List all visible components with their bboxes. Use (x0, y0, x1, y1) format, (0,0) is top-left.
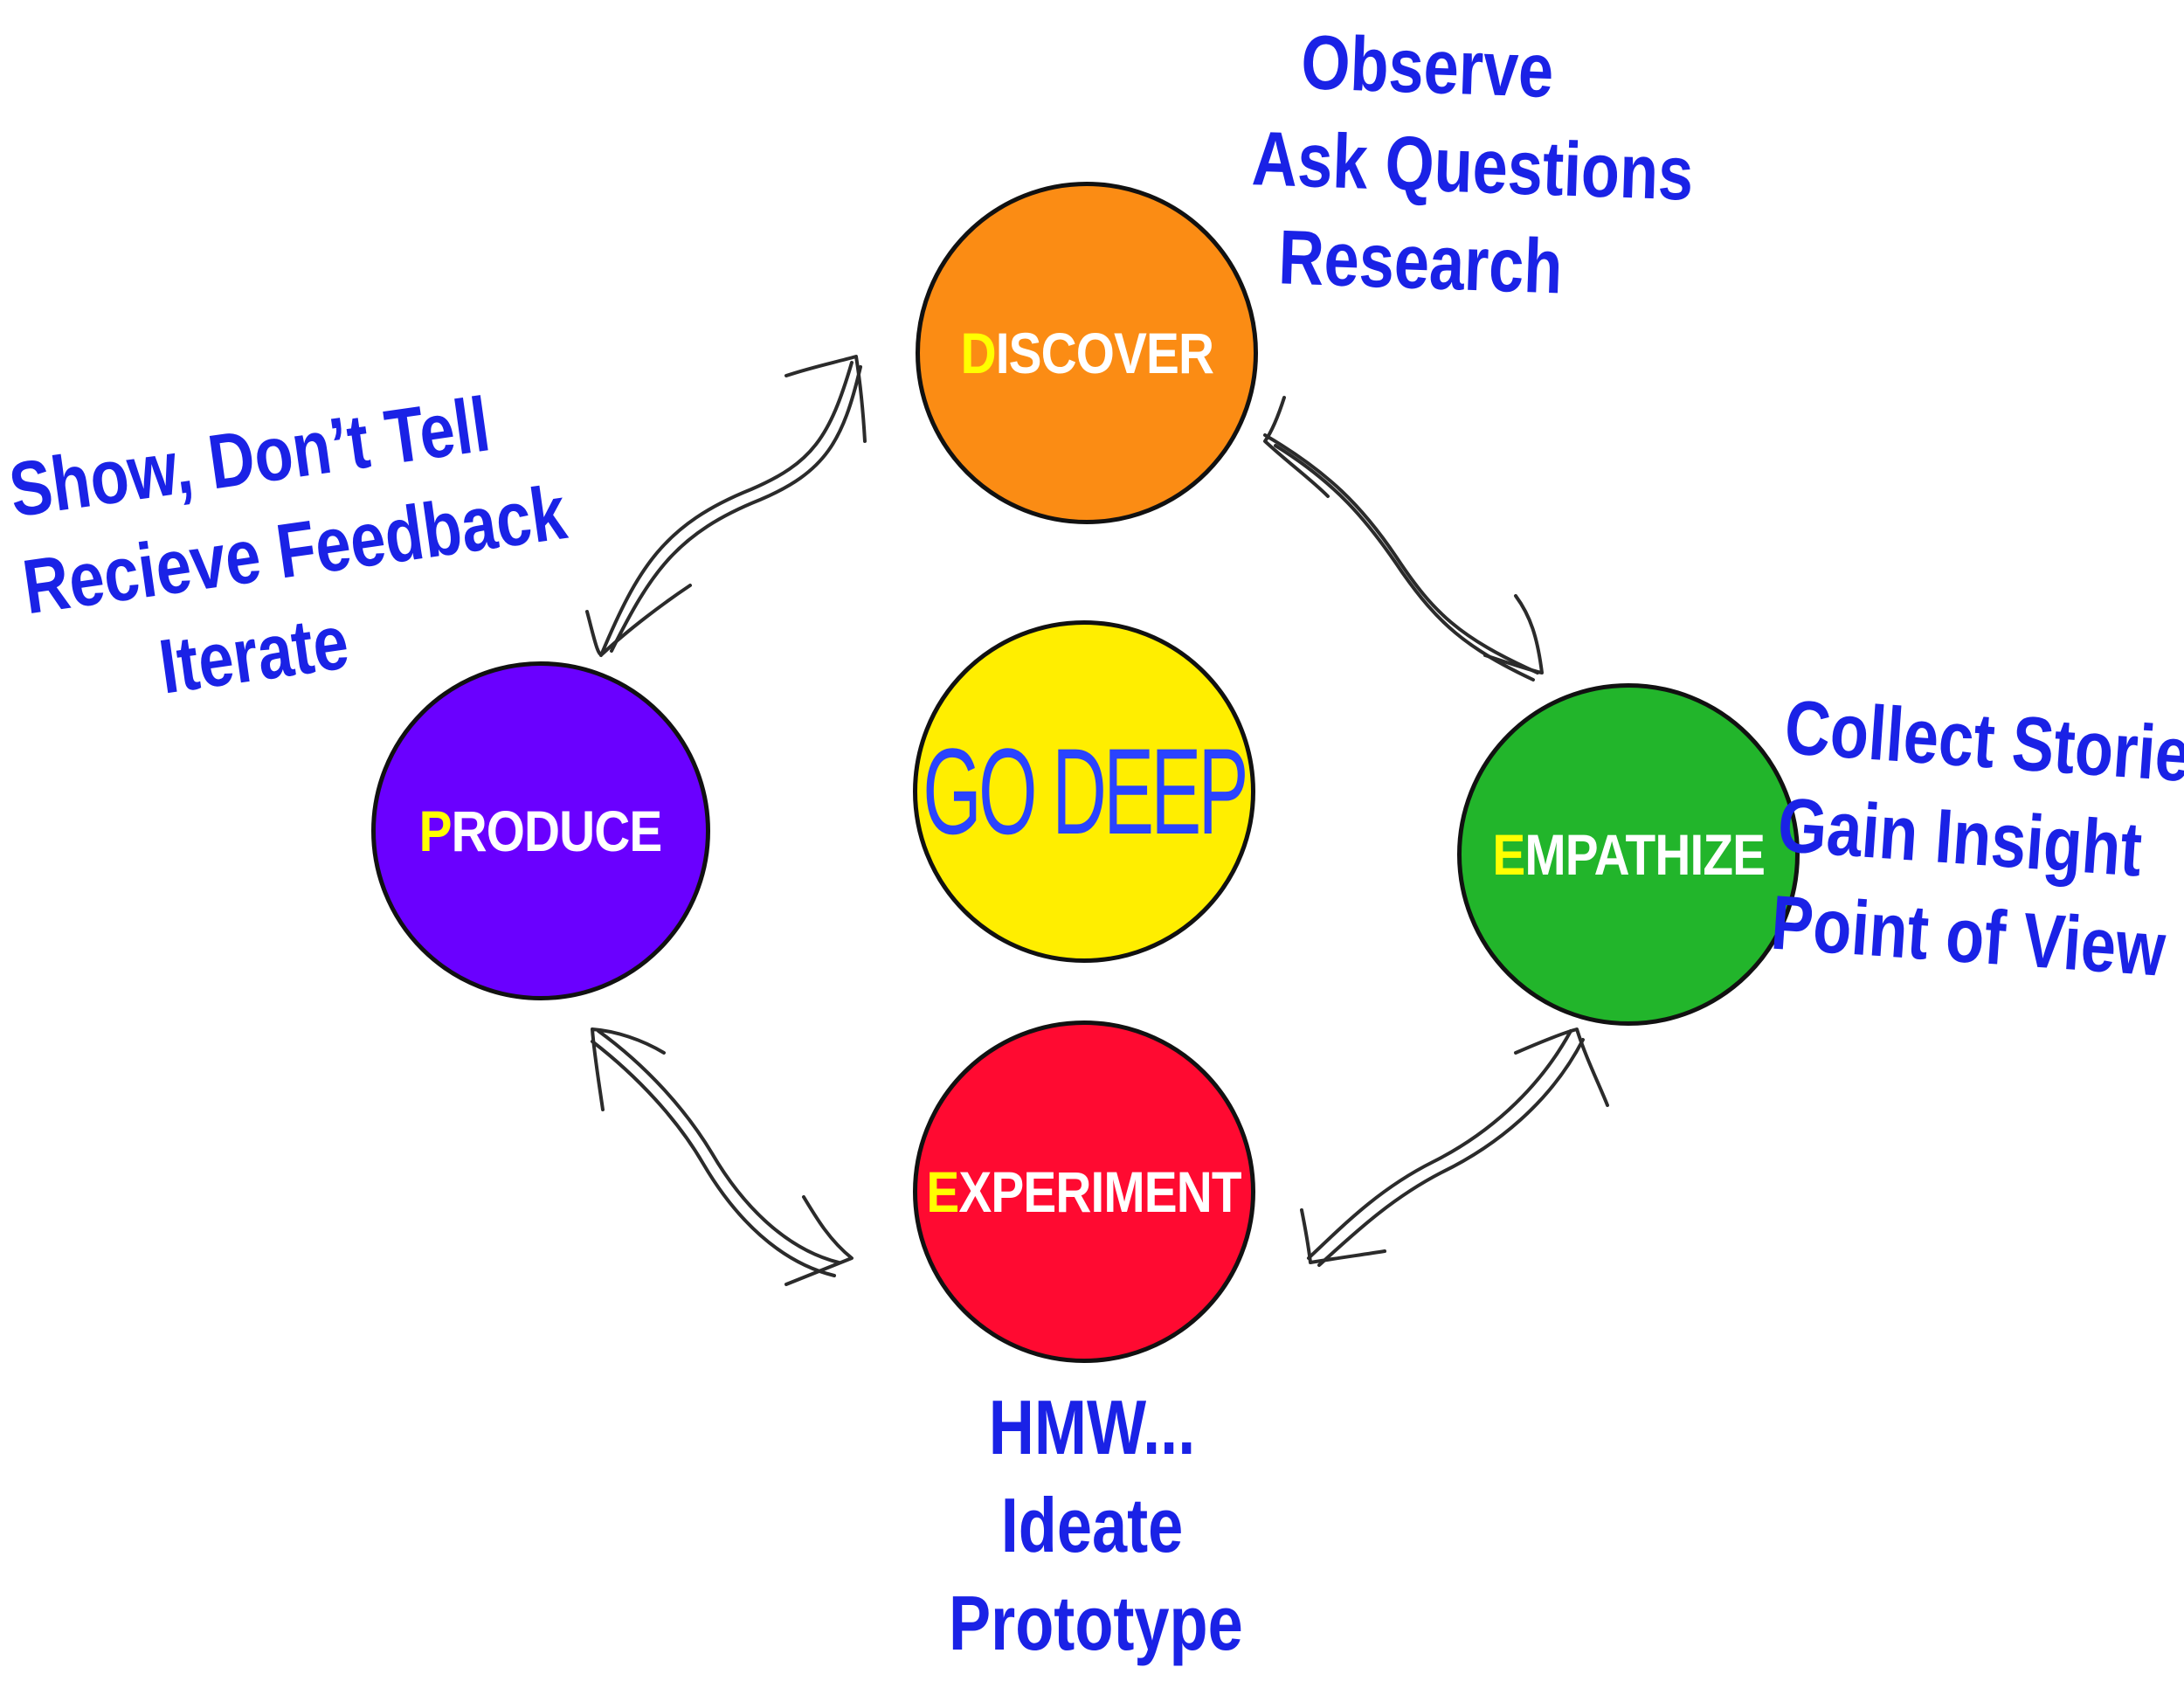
discover-label: DISCOVER (960, 320, 1213, 386)
arrow-experiment-produce (597, 1029, 840, 1264)
experiment-label: EXPERIMENT (926, 1159, 1242, 1225)
arrowhead-to-empathize-bottom (1514, 1027, 1609, 1107)
experiment-note: Prototype (949, 1580, 1243, 1666)
arrow-produce-discover (599, 361, 854, 657)
discover-note: Observe (1299, 18, 1555, 114)
produce-notes: Show, Don’t Tell Recieve Feedback Iterat… (3, 380, 571, 733)
discover-initial: D (960, 321, 996, 385)
experiment-circle: EXPERIMENT (913, 1020, 1255, 1363)
arrow-empathize-experiment (1307, 1029, 1572, 1260)
discover-rest: ISCOVER (995, 321, 1213, 385)
produce-initial: P (419, 799, 453, 863)
produce-label: PRODUCE (419, 798, 663, 864)
arrow-discover-empathize-outline (1274, 444, 1535, 681)
experiment-note: HMW... (988, 1384, 1196, 1470)
discover-note: Research (1277, 213, 1565, 310)
arrowhead-to-discover-right (1263, 396, 1330, 498)
produce-circle: PRODUCE (371, 661, 710, 1000)
arrowhead-to-produce (585, 584, 692, 657)
experiment-initial: E (926, 1159, 960, 1224)
empathize-label: EMPATHIZE (1492, 821, 1766, 888)
arrowhead-to-produce-bottom (591, 1027, 666, 1111)
arrowhead-to-discover (784, 355, 867, 443)
arrowhead-to-experiment-left (784, 1195, 854, 1286)
center-label: GO DEEP (923, 723, 1248, 860)
arrow-discover-empathize (1263, 433, 1539, 675)
arrow-experiment-produce-outline (591, 1040, 836, 1277)
produce-rest: RODUCE (452, 799, 663, 863)
experiment-notes: HMW... Ideate Prototype (949, 1379, 1243, 1672)
experiment-rest: XPERIMENT (958, 1159, 1242, 1224)
empathize-notes: Collect Stories Gain Insight Point of Vi… (1768, 678, 2184, 996)
arrow-empathize-experiment-outline (1317, 1038, 1585, 1267)
arrow-produce-discover-outline (610, 365, 862, 653)
discover-notes: Observe Ask Questions Research (1247, 11, 1696, 317)
arrowhead-to-empathize (1483, 594, 1544, 675)
discover-circle: DISCOVER (916, 182, 1258, 524)
experiment-note: Ideate (1000, 1482, 1184, 1568)
center-circle: GO DEEP (913, 620, 1255, 963)
discover-note: Ask Questions (1250, 114, 1696, 217)
arrowhead-to-experiment (1300, 1208, 1386, 1264)
empathize-circle: EMPATHIZE (1457, 683, 1800, 1026)
empathize-initial: E (1492, 822, 1525, 887)
empathize-rest: MPATHIZE (1524, 822, 1766, 887)
